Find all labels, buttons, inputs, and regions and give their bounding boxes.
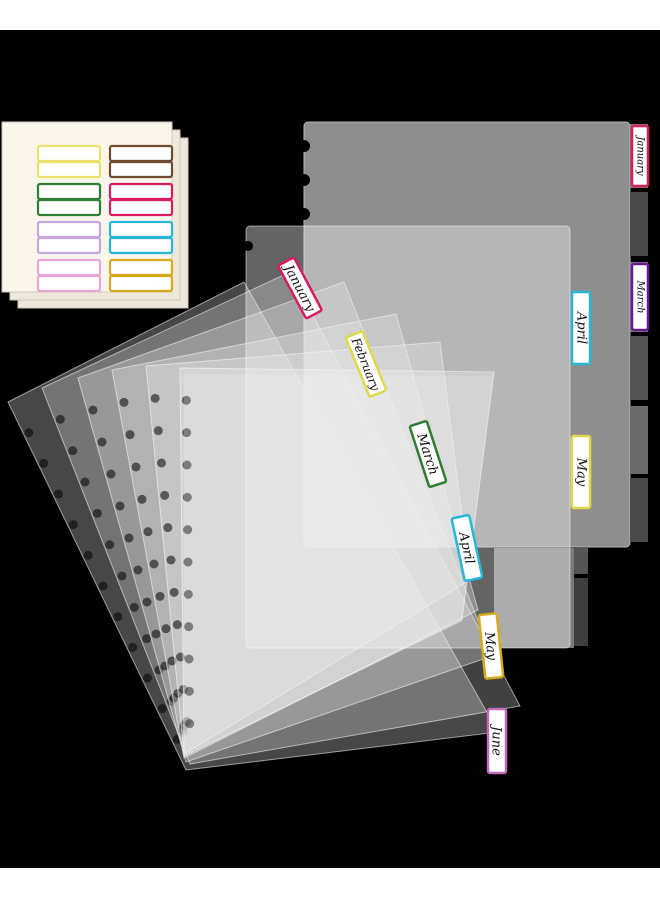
- frosted-divider-fan: [7, 271, 521, 771]
- front-frosted-highlight: [184, 374, 494, 756]
- tab-text-january-back: January: [635, 134, 646, 176]
- disc-hole: [149, 559, 159, 569]
- disc-hole: [92, 508, 102, 518]
- disc-hole: [97, 437, 107, 447]
- sticker-sheet: [1, 121, 189, 309]
- disc-hole: [161, 624, 171, 634]
- disc-hole: [128, 642, 138, 652]
- upright-frosted-sheet: April May: [243, 225, 592, 649]
- disc-hole: [157, 458, 166, 468]
- disc-hole: [183, 557, 193, 567]
- sticker-label: [108, 258, 174, 293]
- disc-hole: [133, 565, 143, 575]
- disc-hole: [143, 673, 152, 683]
- tab-text-may-fan: May: [481, 630, 499, 661]
- disc-hole: [68, 520, 78, 530]
- disc-hole: [142, 634, 152, 644]
- disc-hole: [125, 430, 135, 440]
- disc-hole: [157, 704, 167, 714]
- sticker-label: [36, 220, 102, 255]
- disc-hole: [131, 462, 141, 472]
- sticker-label: [36, 144, 102, 179]
- disc-hole: [172, 620, 182, 630]
- sticker-label: [108, 182, 174, 217]
- disc-hole: [119, 397, 129, 407]
- disc-hole: [142, 597, 152, 607]
- disc-hole: [184, 654, 194, 664]
- tab-text-march-back: March: [635, 279, 646, 313]
- disc-hole: [166, 555, 176, 565]
- disc-hole: [150, 393, 160, 403]
- tab-label-april-fan: April: [450, 513, 484, 583]
- disc-hole: [83, 550, 93, 560]
- tab-label-june-fan: June: [486, 707, 508, 775]
- disc-hole: [117, 571, 127, 581]
- disc-hole: [182, 492, 192, 502]
- sticker-label: [108, 144, 174, 179]
- frosted-divider-sheet: [179, 367, 495, 757]
- tab-text-june-fan: June: [489, 723, 504, 756]
- sticker-label: [36, 258, 102, 293]
- tab-text-may-upright: May: [574, 457, 589, 487]
- disc-hole: [169, 587, 179, 597]
- disc-hole: [24, 428, 34, 438]
- disc-hole: [55, 414, 65, 424]
- tab-text-april-fan: April: [455, 530, 477, 566]
- disc-hole: [143, 527, 153, 537]
- disc-hole: [68, 446, 78, 456]
- back-divider-sheet: January March: [298, 121, 650, 548]
- disc-hole: [183, 525, 193, 535]
- tab-text-april-upright: April: [574, 311, 589, 344]
- disc-hole: [80, 477, 90, 487]
- tab-label-march-back: March: [630, 262, 650, 332]
- disc-hole: [160, 490, 170, 500]
- disc-hole: [183, 589, 193, 599]
- tab-label-may-fan: May: [477, 612, 505, 680]
- sticker-label: [108, 220, 174, 255]
- disc-hole: [181, 395, 191, 405]
- disc-hole: [88, 405, 98, 415]
- sticker-label: [36, 182, 102, 217]
- disc-hole: [115, 501, 125, 511]
- tab-label-may-upright: May: [570, 434, 592, 510]
- disc-hole: [98, 581, 108, 591]
- disc-hole: [182, 428, 192, 438]
- disc-hole: [151, 629, 161, 639]
- disc-hole: [137, 494, 147, 504]
- disc-hole: [106, 469, 116, 479]
- disc-hole: [124, 533, 134, 543]
- tab-label-january-back: January: [630, 124, 650, 188]
- tab-label-april-upright: April: [570, 290, 592, 366]
- disc-hole: [129, 602, 139, 612]
- disc-hole: [182, 460, 192, 470]
- disc-hole: [184, 622, 194, 632]
- frosted-divider-sheet: [41, 271, 521, 765]
- disc-hole: [163, 523, 173, 533]
- disc-hole: [153, 426, 163, 436]
- disc-hole: [113, 612, 123, 622]
- frosted-divider-sheet: [111, 313, 479, 759]
- disc-hole: [185, 719, 195, 729]
- disc-hole: [184, 686, 194, 696]
- back-divider-disc-holes: [298, 140, 310, 220]
- disc-hole: [39, 458, 49, 468]
- disc-hole: [54, 489, 63, 499]
- disc-hole: [155, 591, 165, 601]
- dark-sheet-lower-tabs: [494, 548, 588, 648]
- disc-hole: [105, 540, 115, 550]
